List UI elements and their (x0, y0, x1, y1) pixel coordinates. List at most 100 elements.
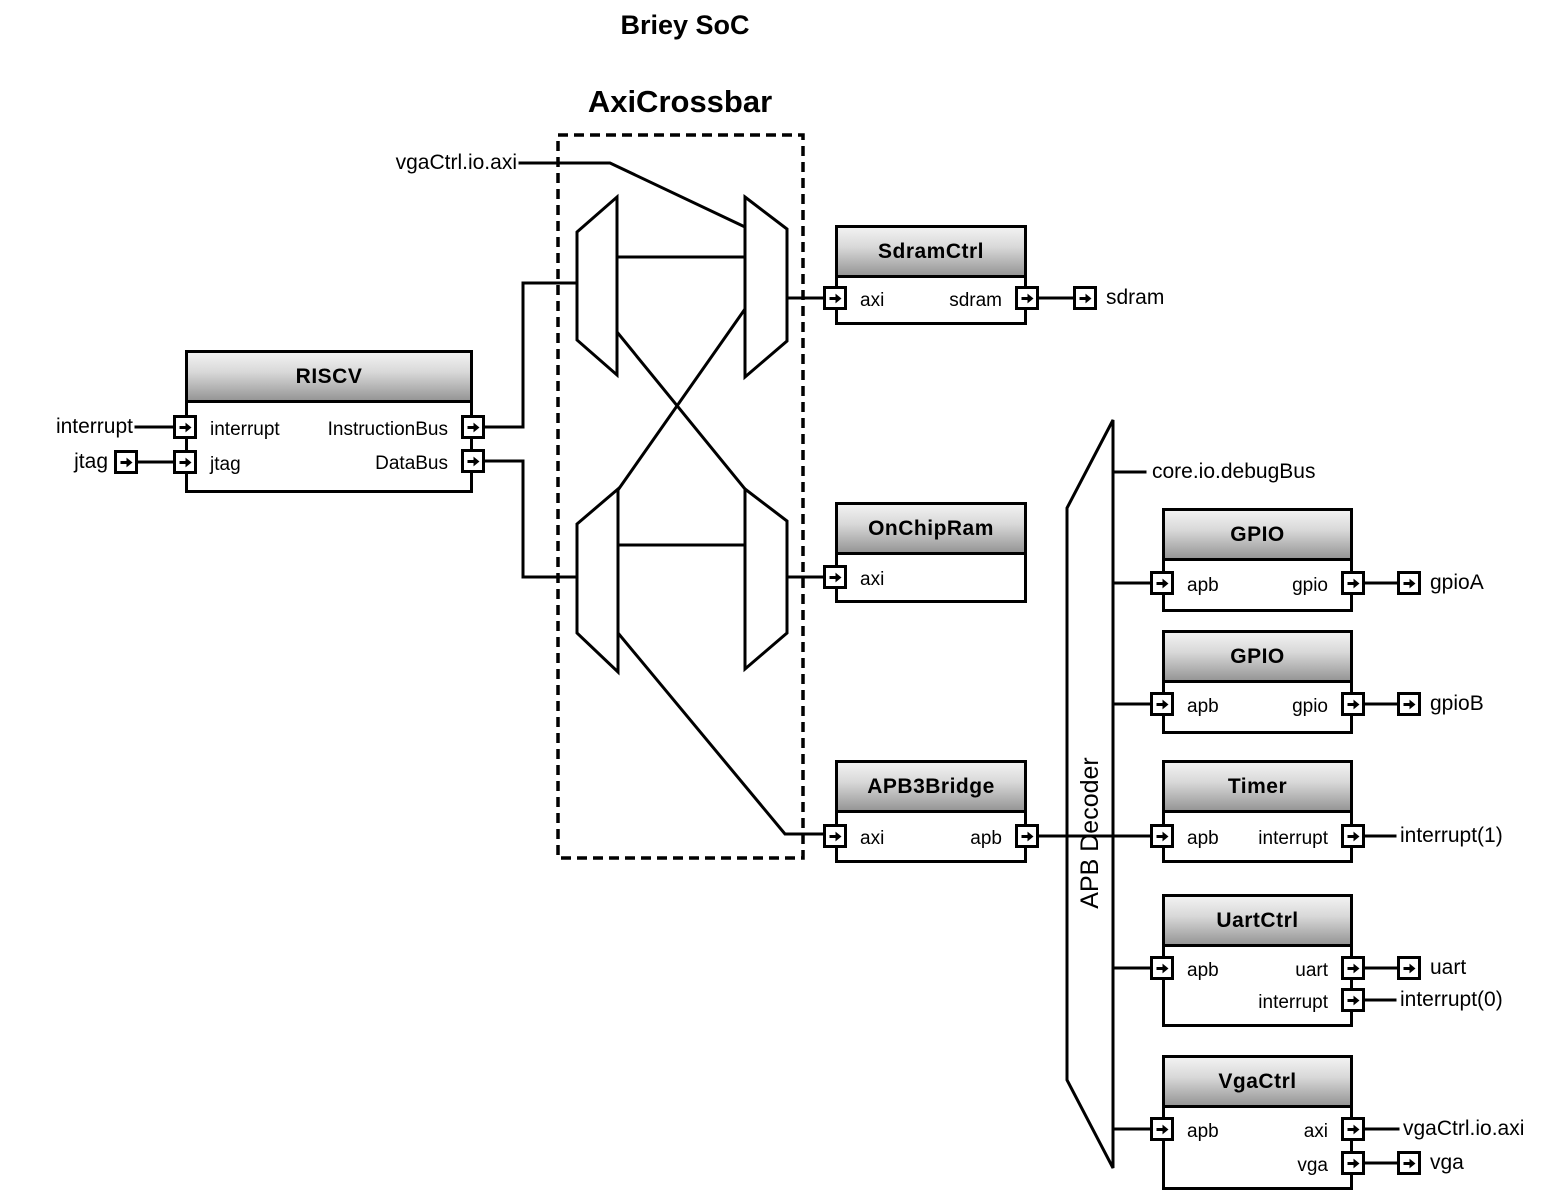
sdramctrl-axi-port (823, 286, 847, 310)
xbar-demux-bottom-shape (575, 485, 620, 676)
ext-gpioa-port (1397, 571, 1421, 595)
apb3bridge-port-label-apb: apb (970, 828, 1002, 849)
wire-instructionbus (471, 281, 579, 429)
vga-axi-feed-label: vgaCtrl.io.axi (395, 151, 517, 174)
apb3bridge-block-title: APB3Bridge (838, 763, 1024, 813)
apb-decoder-shape (1065, 419, 1115, 1169)
axi-crossbar-dashed-box (556, 133, 805, 860)
riscv-instructionbus-port (461, 415, 485, 439)
gpioa-port-label-gpio: gpio (1292, 575, 1328, 596)
wire-vga-axi-feed (518, 161, 747, 229)
wire-xbar-to-apb3bridge (615, 630, 837, 836)
arrow-right-icon (1403, 578, 1415, 588)
riscv-port-label-interrupt: interrupt (210, 419, 280, 440)
ext-vga-axi-label: vgaCtrl.io.axi (1403, 1117, 1525, 1140)
gpioa-gpio-port (1341, 571, 1365, 595)
ext-jtag-port (114, 450, 138, 474)
ext-jtag-label: jtag (74, 450, 108, 473)
uartctrl-port-label-apb: apb (1187, 960, 1219, 981)
timer-apb-port (1150, 824, 1174, 848)
arrow-right-icon (829, 831, 841, 841)
onchipram-block-title: OnChipRam (838, 505, 1024, 555)
uartctrl-block: UartCtrl apb uart interrupt (1162, 894, 1353, 1027)
arrow-right-icon (179, 457, 191, 467)
ext-uart-port (1397, 956, 1421, 980)
riscv-databus-port (461, 449, 485, 473)
gpioa-block-title: GPIO (1165, 511, 1350, 561)
sdramctrl-sdram-port (1015, 286, 1039, 310)
apb3bridge-port-label-axi: axi (860, 828, 885, 849)
sdramctrl-port-label-axi: axi (860, 290, 885, 311)
gpiob-block: GPIO apb gpio (1162, 630, 1353, 734)
gpiob-apb-port (1150, 692, 1174, 716)
timer-interrupt-port (1341, 824, 1365, 848)
xbar-demux-top-shape (575, 193, 619, 379)
vgactrl-port-label-apb: apb (1187, 1121, 1219, 1142)
timer-block-title: Timer (1165, 763, 1350, 813)
ext-sdram-port (1073, 286, 1097, 310)
arrow-right-icon (1347, 1124, 1359, 1134)
ext-interrupt1-label: interrupt(1) (1400, 824, 1503, 847)
uartctrl-uart-port (1341, 956, 1365, 980)
timer-block: Timer apb interrupt (1162, 760, 1353, 863)
arrow-right-icon (467, 456, 479, 466)
riscv-port-label-jtag: jtag (210, 454, 241, 475)
arrow-right-icon (1347, 578, 1359, 588)
sdramctrl-port-label-sdram: sdram (949, 290, 1002, 311)
arrow-right-icon (1156, 963, 1168, 973)
apb3bridge-axi-port (823, 824, 847, 848)
vgactrl-port-label-vga: vga (1297, 1155, 1328, 1176)
apb3bridge-apb-port (1015, 824, 1039, 848)
arrow-right-icon (829, 572, 841, 582)
arrow-right-icon (1347, 963, 1359, 973)
ext-uart-label: uart (1430, 956, 1467, 979)
vgactrl-axi-port (1341, 1117, 1365, 1141)
uartctrl-port-label-interrupt: interrupt (1258, 992, 1328, 1013)
riscv-port-label-instructionbus: InstructionBus (327, 419, 448, 440)
uartctrl-port-label-uart: uart (1295, 960, 1328, 981)
onchipram-block: OnChipRam axi (835, 502, 1027, 603)
gpiob-gpio-port (1341, 692, 1365, 716)
uartctrl-interrupt-port (1341, 988, 1365, 1012)
arrow-right-icon (1079, 293, 1091, 303)
arrow-right-icon (1021, 293, 1033, 303)
axi-crossbar-label: AxiCrossbar (587, 84, 773, 119)
arrow-right-icon (1156, 1124, 1168, 1134)
arrow-right-icon (1156, 699, 1168, 709)
onchipram-port-label-axi: axi (860, 569, 885, 590)
timer-port-label-interrupt: interrupt (1258, 828, 1328, 849)
riscv-jtag-port (173, 450, 197, 474)
diagram-title: Briey SoC (620, 10, 750, 40)
arrow-right-icon (120, 457, 132, 467)
ext-gpiob-port (1397, 692, 1421, 716)
wire-xbar-cross-up (615, 306, 748, 493)
riscv-port-label-databus: DataBus (375, 453, 448, 474)
ext-gpioa-label: gpioA (1430, 571, 1484, 594)
vgactrl-block-title: VgaCtrl (1165, 1058, 1350, 1108)
sdramctrl-block: SdramCtrl axi sdram (835, 225, 1027, 325)
debugbus-label: core.io.debugBus (1152, 460, 1316, 483)
uartctrl-block-title: UartCtrl (1165, 897, 1350, 947)
arrow-right-icon (179, 422, 191, 432)
arrow-right-icon (467, 422, 479, 432)
gpiob-port-label-gpio: gpio (1292, 696, 1328, 717)
ext-interrupt0-label: interrupt(0) (1400, 988, 1503, 1011)
arrow-right-icon (1156, 831, 1168, 841)
ext-interrupt-label: interrupt (55, 415, 133, 438)
gpioa-apb-port (1150, 571, 1174, 595)
gpiob-block-title: GPIO (1165, 633, 1350, 683)
gpioa-port-label-apb: apb (1187, 575, 1219, 596)
vgactrl-apb-port (1150, 1117, 1174, 1141)
arrow-right-icon (829, 293, 841, 303)
arrow-right-icon (1403, 963, 1415, 973)
gpioa-block: GPIO apb gpio (1162, 508, 1353, 612)
sdramctrl-block-title: SdramCtrl (838, 228, 1024, 278)
arrow-right-icon (1347, 1158, 1359, 1168)
arrow-right-icon (1156, 578, 1168, 588)
arrow-right-icon (1347, 699, 1359, 709)
arrow-right-icon (1403, 1158, 1415, 1168)
vgactrl-block: VgaCtrl apb axi vga (1162, 1055, 1353, 1190)
arrow-right-icon (1403, 699, 1415, 709)
vgactrl-port-label-axi: axi (1303, 1121, 1328, 1142)
